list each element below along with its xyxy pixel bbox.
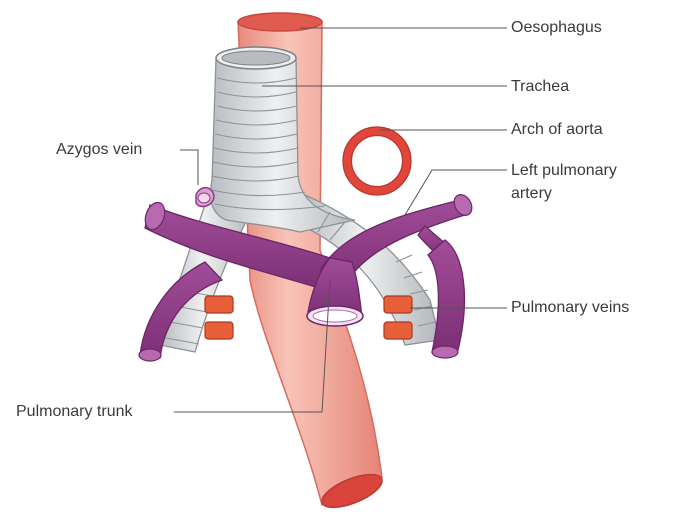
label-azygos-vein: Azygos vein: [56, 140, 142, 159]
label-oesophagus: Oesophagus: [511, 18, 602, 37]
label-left-pulmonary-artery-line1: Left pulmonary: [511, 161, 617, 180]
label-left-pulmonary-artery-line2: artery: [511, 184, 552, 203]
label-arch-of-aorta: Arch of aorta: [511, 120, 603, 139]
label-pulmonary-trunk: Pulmonary trunk: [16, 402, 133, 421]
arch-of-aorta: [343, 127, 411, 195]
label-pulmonary-veins: Pulmonary veins: [511, 298, 629, 317]
leader-azygos-vein: [180, 150, 198, 185]
azygos-vein: [196, 188, 214, 207]
label-trachea: Trachea: [511, 77, 569, 96]
